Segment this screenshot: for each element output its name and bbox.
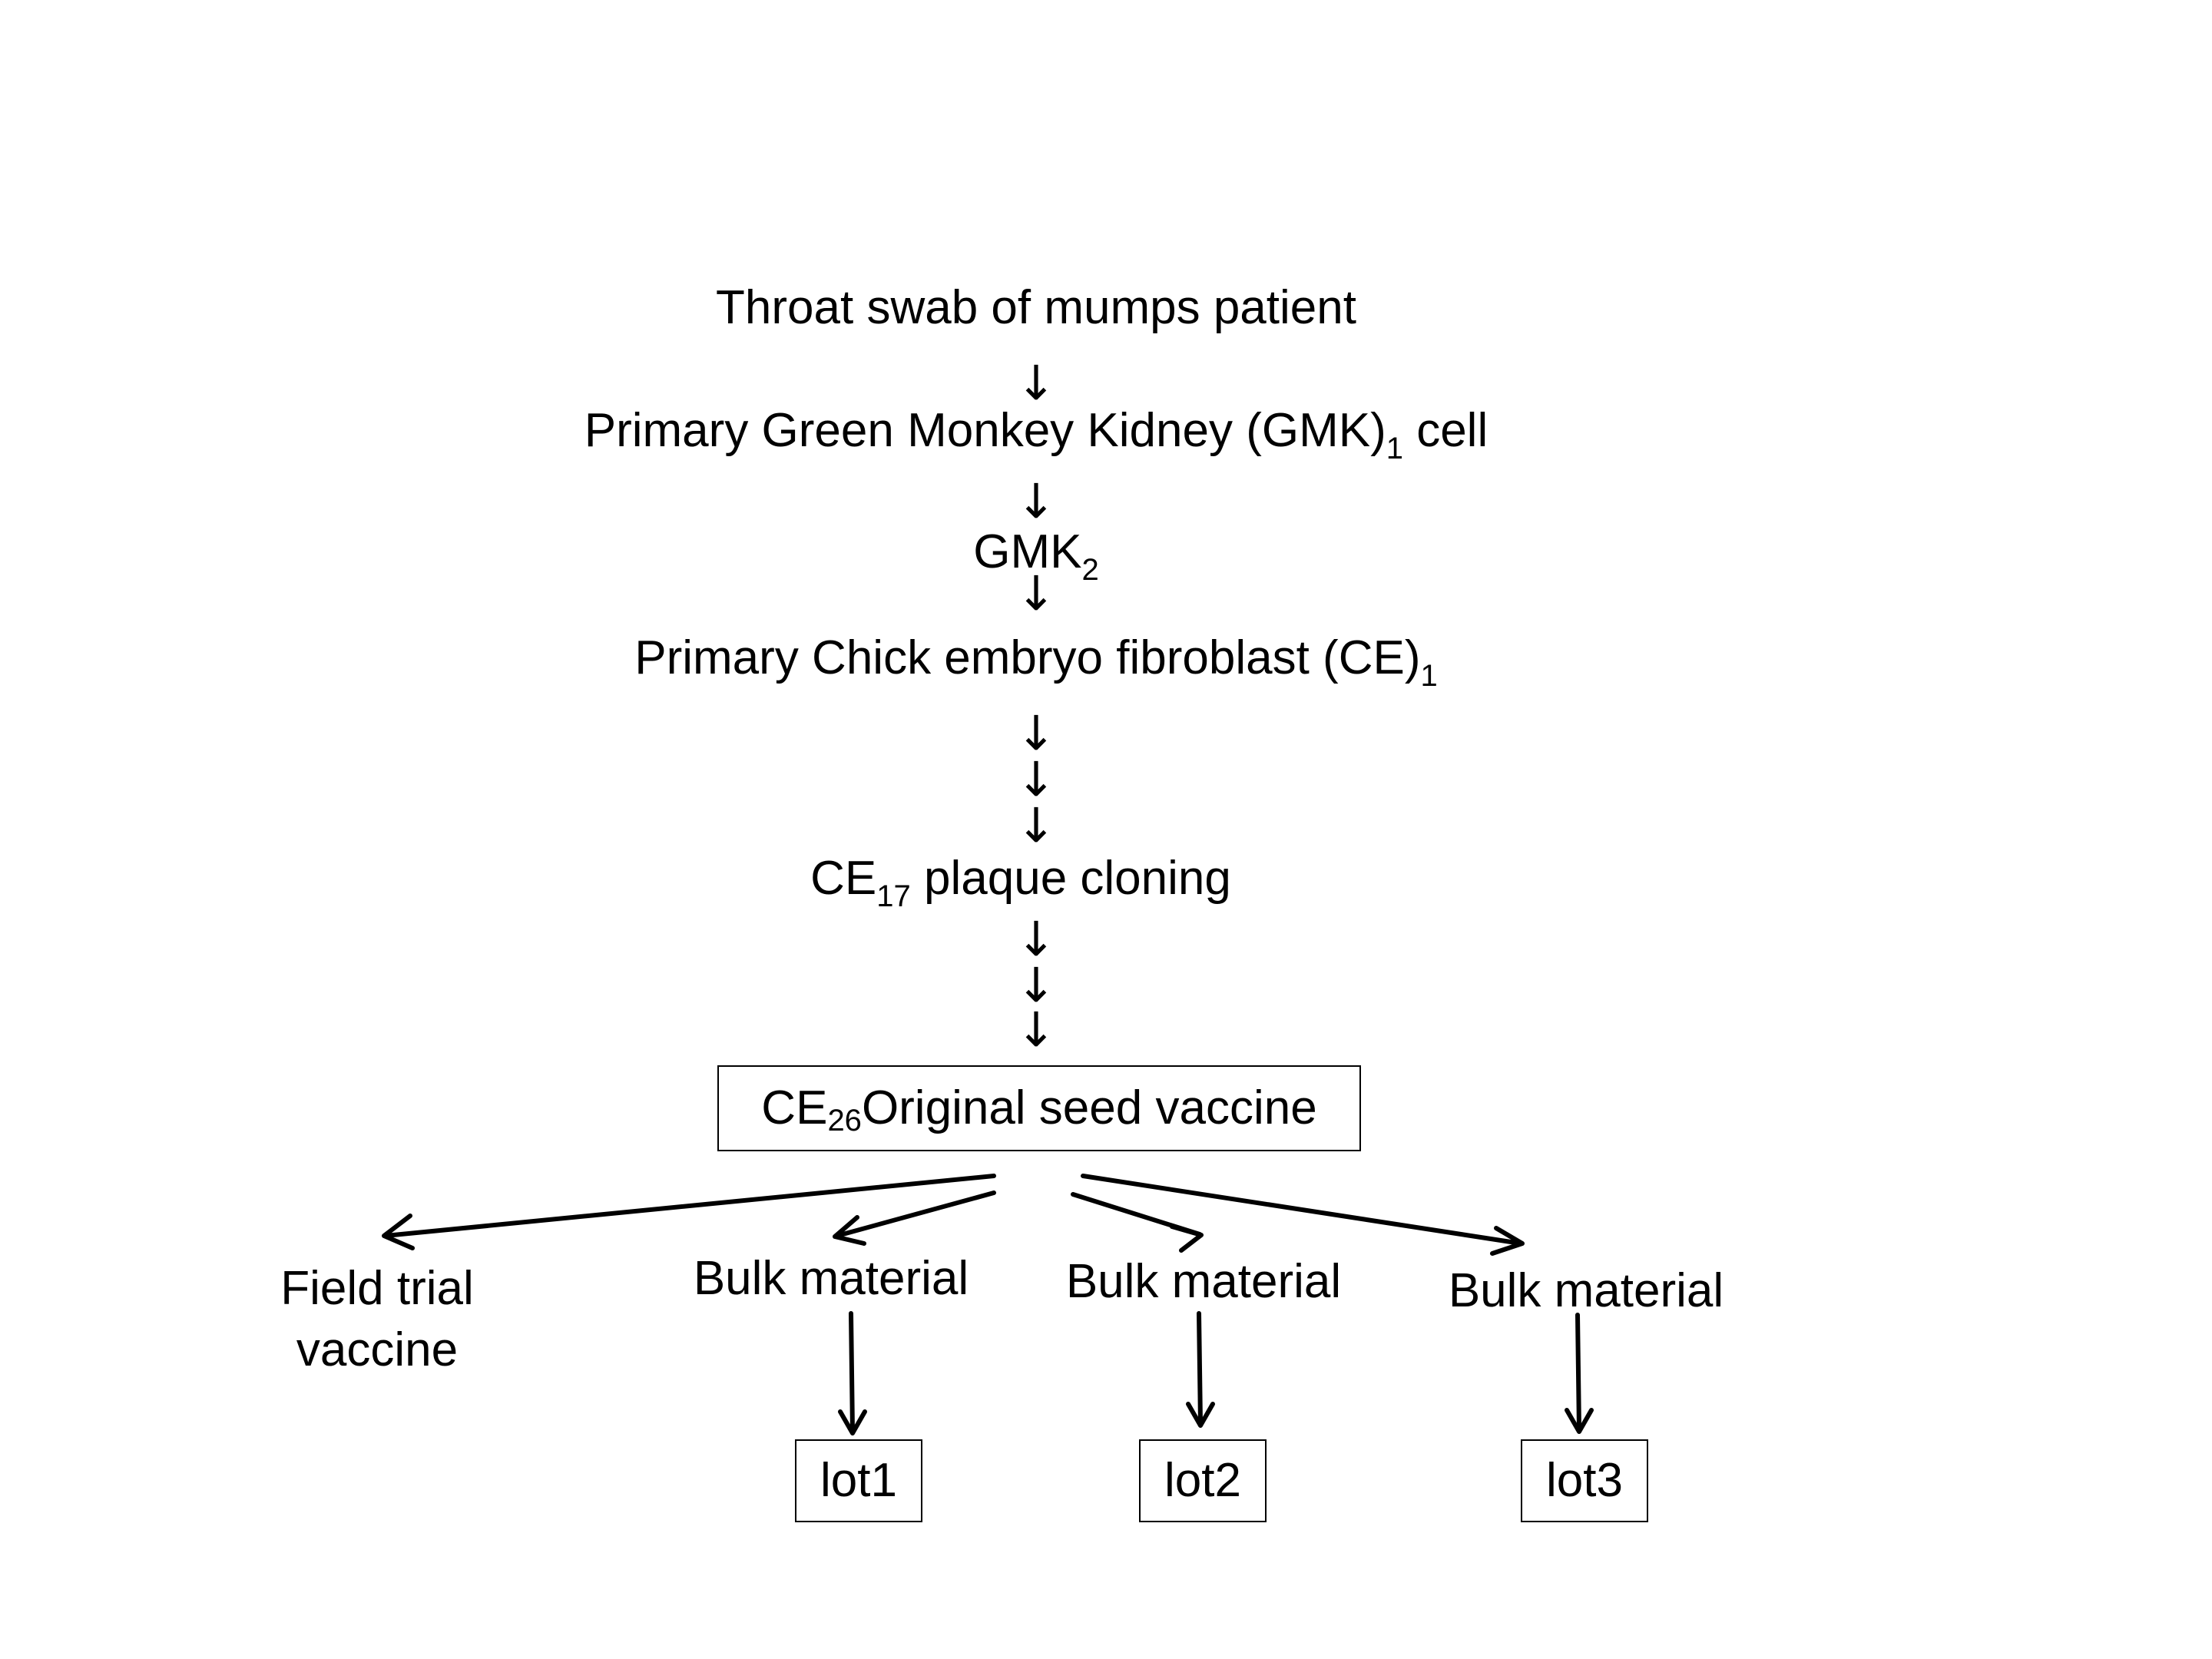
- node-bulk-material-3: Bulk material: [1449, 1267, 1724, 1315]
- node-primary-chick: Primary Chick embryo fibroblast (CE)1: [634, 631, 1437, 692]
- node-field-trial-line1: Field trial: [280, 1262, 474, 1315]
- node-lot2-box: lot2: [1139, 1439, 1267, 1522]
- node-throat-swab-label: Throat swab of mumps patient: [716, 281, 1356, 334]
- node-bulk-material-2-label: Bulk material: [1065, 1255, 1342, 1308]
- small-down-arrow-1: ↓: [1016, 355, 1056, 411]
- node-ce17: CE17 plaque cloning: [810, 852, 1231, 912]
- node-primary-gmk: Primary Green Monkey Kidney (GMK)1 cell: [584, 404, 1488, 465]
- arrow-bulk3-to-lot3: [1565, 1313, 1594, 1434]
- node-ce26-label: CE: [761, 1081, 828, 1134]
- node-bulk-material-3-label: Bulk material: [1448, 1264, 1724, 1317]
- small-down-arrow-3: ↓: [1016, 565, 1056, 621]
- node-field-trial-vaccine: Field trial vaccine: [280, 1258, 474, 1381]
- arrow-to-bulk-material-3: [1081, 1174, 1525, 1256]
- node-bulk-material-1: Bulk material: [694, 1255, 969, 1303]
- node-lot1-box: lot1: [795, 1439, 922, 1522]
- arrow-to-bulk-material-2: [1071, 1192, 1204, 1253]
- node-lot1-label: lot1: [820, 1454, 897, 1507]
- node-lot3-box: lot3: [1521, 1439, 1648, 1522]
- arrow-to-bulk-material-1: [833, 1190, 996, 1246]
- node-primary-chick-subscript: 1: [1420, 659, 1438, 693]
- arrow-bulk1-to-lot1: [838, 1311, 867, 1435]
- small-down-arrow-6: ↓: [1016, 797, 1056, 853]
- node-ce26-subscript: 26: [827, 1104, 862, 1137]
- node-ce17-subscript: 17: [876, 879, 911, 913]
- node-gmk2-label: GMK: [973, 525, 1082, 578]
- node-bulk-material-1-label: Bulk material: [693, 1252, 969, 1305]
- node-gmk2: GMK2: [973, 525, 1098, 586]
- node-bulk-material-2: Bulk material: [1066, 1258, 1341, 1306]
- node-ce26-suffix: Original seed vaccine: [861, 1081, 1317, 1134]
- small-down-arrow-9: ↓: [1016, 1002, 1056, 1058]
- small-down-arrow-7: ↓: [1016, 911, 1056, 967]
- node-field-trial-line2: vaccine: [296, 1323, 459, 1376]
- arrow-bulk2-to-lot2: [1186, 1311, 1215, 1428]
- node-ce17-suffix: plaque cloning: [910, 852, 1231, 905]
- node-primary-gmk-suffix: cell: [1402, 404, 1488, 457]
- arrow-to-field-trial: [382, 1174, 996, 1250]
- node-primary-chick-label: Primary Chick embryo fibroblast (CE): [634, 631, 1421, 684]
- node-throat-swab: Throat swab of mumps patient: [716, 284, 1356, 332]
- small-down-arrow-4: ↓: [1016, 705, 1056, 761]
- node-gmk2-subscript: 2: [1081, 553, 1099, 587]
- node-primary-gmk-subscript: 1: [1386, 432, 1403, 465]
- node-lot3-label: lot3: [1546, 1454, 1623, 1507]
- node-primary-gmk-label: Primary Green Monkey Kidney (GMK): [584, 404, 1386, 457]
- node-lot2-label: lot2: [1164, 1454, 1241, 1507]
- small-down-arrow-5: ↓: [1016, 751, 1056, 807]
- small-down-arrow-2: ↓: [1016, 473, 1056, 529]
- small-down-arrow-8: ↓: [1016, 957, 1056, 1013]
- node-ce17-label: CE: [810, 852, 877, 905]
